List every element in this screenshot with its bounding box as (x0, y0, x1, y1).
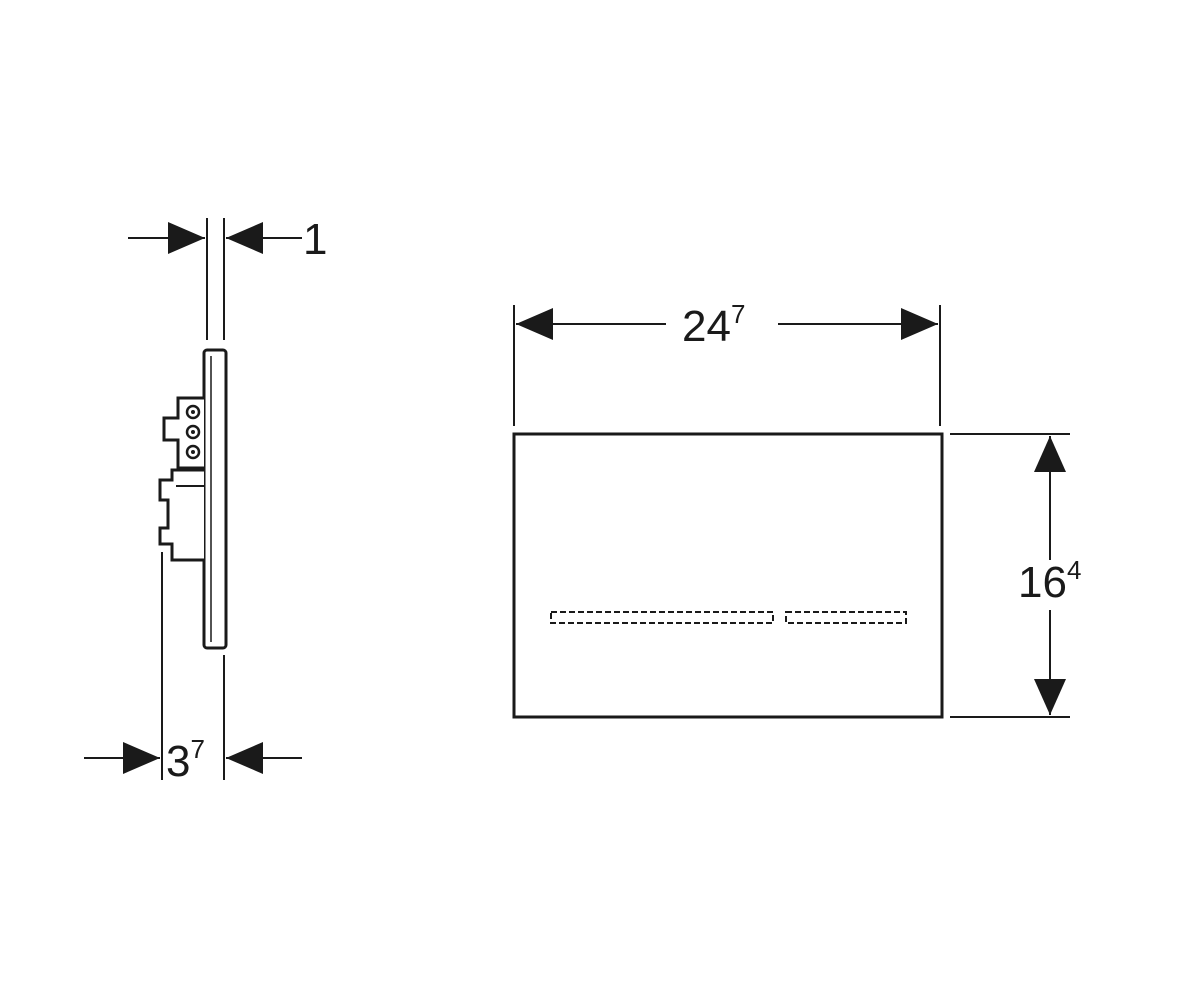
side-depth-whole: 3 (166, 737, 190, 786)
front-width-whole: 24 (682, 302, 731, 351)
svg-text:247: 247 (682, 299, 745, 351)
dimension-side-depth: 37 (84, 552, 302, 786)
side-depth-fraction: 7 (190, 734, 204, 764)
dimension-side-thickness: 1 (128, 215, 327, 340)
dimension-front-height: 164 (950, 433, 1081, 718)
flush-button-small (785, 611, 907, 624)
flush-button-large (550, 611, 774, 624)
front-view: 247 164 (512, 299, 1081, 719)
dimension-front-width: 247 (513, 299, 941, 426)
front-height-whole: 16 (1018, 558, 1067, 607)
side-plate (202, 348, 228, 650)
side-mechanism-lower (158, 468, 204, 562)
side-view: 1 37 (84, 215, 327, 786)
svg-text:164: 164 (1018, 555, 1081, 607)
svg-text:37: 37 (166, 734, 205, 786)
bolt-icon (185, 404, 201, 460)
svg-text:1: 1 (303, 215, 327, 264)
front-plate (512, 432, 944, 719)
side-thickness-value: 1 (303, 215, 327, 264)
front-width-fraction: 7 (731, 299, 745, 329)
front-height-fraction: 4 (1067, 555, 1081, 585)
